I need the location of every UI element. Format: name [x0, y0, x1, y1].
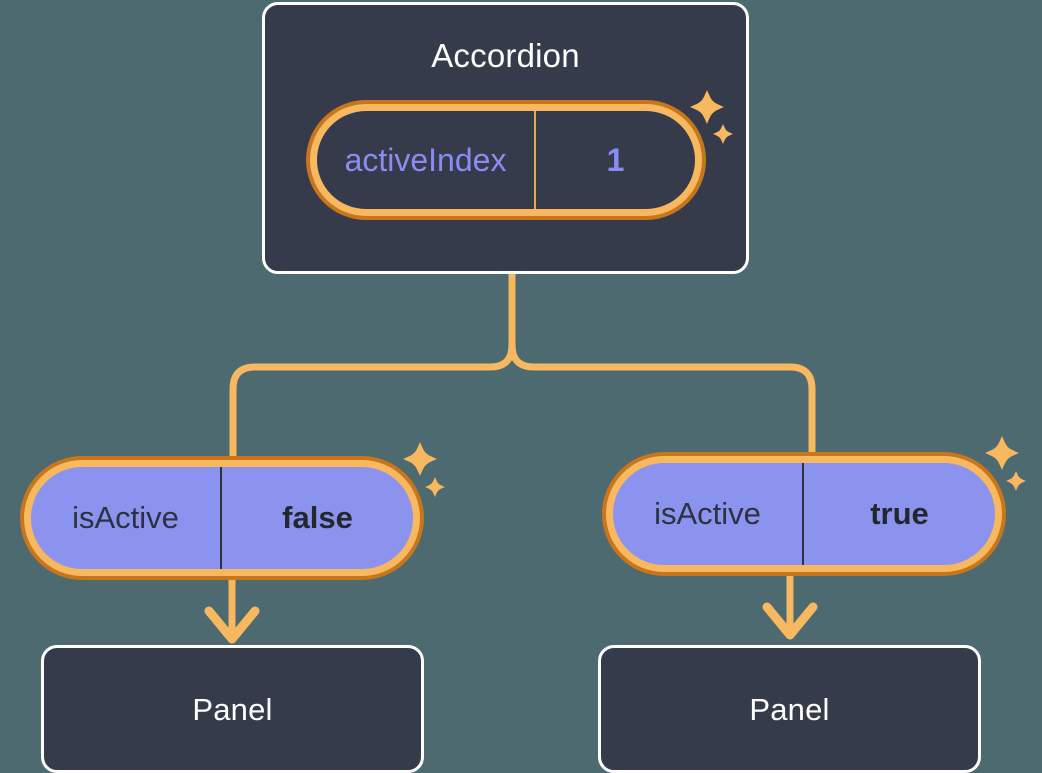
- state-pill-activeindex[interactable]: activeIndex 1: [306, 100, 706, 220]
- sparkle-left-leaf-large-icon: [403, 442, 437, 476]
- state-pill-body: isActive false: [31, 467, 413, 569]
- state-value-isactive-right: true: [870, 496, 929, 531]
- state-value-isactive-left: false: [282, 500, 353, 535]
- state-pill-body: activeIndex 1: [317, 111, 695, 209]
- state-value-activeindex: 1: [606, 141, 625, 178]
- state-pill-body: isActive true: [613, 463, 995, 565]
- sparkle-right-leaf-small-icon: [1006, 471, 1026, 491]
- state-pill-isactive-right[interactable]: isActive true: [602, 452, 1006, 576]
- arrow-left-pill-to-panel: [204, 578, 260, 644]
- component-card-panel-right[interactable]: Panel: [598, 645, 981, 773]
- state-key-activeindex: activeIndex: [317, 111, 536, 209]
- arrow-right-pill-to-panel: [762, 574, 818, 640]
- connector-branch-right: [508, 341, 816, 457]
- sparkle-right-leaf-large-icon: [985, 436, 1019, 470]
- sparkle-left-leaf-small-icon: [425, 477, 445, 497]
- state-key-isactive-right: isActive: [613, 463, 804, 565]
- component-name-panel-right: Panel: [749, 691, 830, 727]
- connector-branch-left: [229, 341, 516, 461]
- state-pill-ring: activeIndex 1: [310, 104, 702, 216]
- component-card-panel-left[interactable]: Panel: [41, 645, 424, 773]
- state-pill-ring: isActive true: [606, 456, 1002, 572]
- component-name-accordion: Accordion: [431, 37, 580, 74]
- state-pill-ring: isActive false: [24, 460, 420, 576]
- state-key-isactive-left: isActive: [31, 467, 222, 569]
- component-name-panel-left: Panel: [192, 691, 273, 727]
- state-pill-isactive-left[interactable]: isActive false: [20, 456, 424, 580]
